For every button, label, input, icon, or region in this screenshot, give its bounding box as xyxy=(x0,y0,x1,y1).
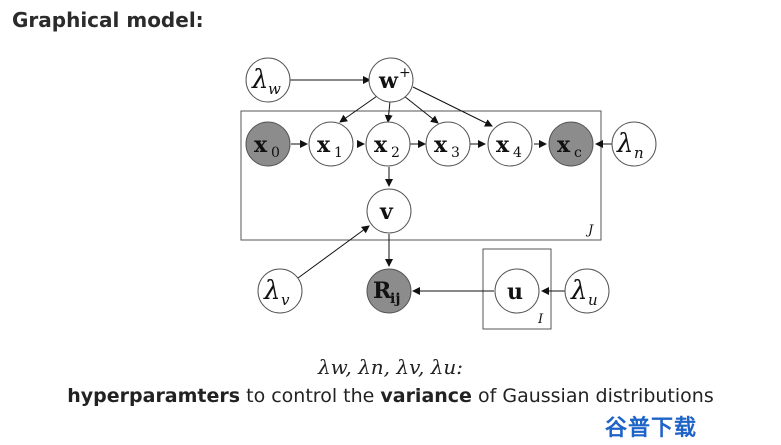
node-u: u xyxy=(494,268,540,314)
edge-w-x2 xyxy=(384,100,393,123)
edge-lv-v xyxy=(297,225,370,279)
edge-w-x4 xyxy=(412,86,493,127)
caption-bold-hyperparameters: hyperparamters xyxy=(67,385,241,407)
plate-i-label: I xyxy=(537,312,544,327)
svg-text:1: 1 xyxy=(334,145,343,161)
svg-text:3: 3 xyxy=(451,145,460,161)
node-x3: x 3 xyxy=(425,121,471,167)
caption-text-1: to control the xyxy=(240,385,381,407)
svg-text:λ: λ xyxy=(251,65,268,95)
svg-text:u: u xyxy=(507,279,523,305)
node-x4: x 4 xyxy=(487,121,533,167)
svg-text:w: w xyxy=(378,68,399,94)
hyper-node-lv: λ v xyxy=(257,268,303,314)
plate-j xyxy=(240,110,602,241)
hyper-node-ln: λ n xyxy=(611,121,657,167)
caption-bold-variance: variance xyxy=(380,385,472,407)
svg-text:u: u xyxy=(588,291,598,309)
watermark-logo: 谷普下载 xyxy=(605,416,698,441)
page-title: Graphical model: xyxy=(12,8,204,32)
svg-text:0: 0 xyxy=(271,145,280,161)
svg-text:x: x xyxy=(496,132,510,158)
svg-text:R: R xyxy=(373,278,392,304)
svg-text:λ: λ xyxy=(616,129,633,159)
svg-text:x: x xyxy=(317,132,331,158)
svg-text:v: v xyxy=(379,199,394,225)
hyper-node-lw: λ w xyxy=(245,57,291,103)
svg-text:x: x xyxy=(374,132,388,158)
svg-text:n: n xyxy=(634,144,644,162)
svg-text:+: + xyxy=(399,65,411,81)
plate-i xyxy=(482,248,552,330)
svg-text:λ: λ xyxy=(263,276,280,306)
svg-text:v: v xyxy=(281,291,290,309)
node-v: v xyxy=(366,188,412,234)
caption-symbols: λw, λn, λv, λu: xyxy=(317,355,464,379)
svg-text:x: x xyxy=(254,132,268,158)
caption-text-2: of Gaussian distributions xyxy=(471,385,714,407)
node-w-plus: w + xyxy=(368,57,414,103)
svg-text:x: x xyxy=(434,132,448,158)
node-xc: x c xyxy=(548,121,594,167)
edge-w-x1 xyxy=(339,93,381,123)
svg-text:ij: ij xyxy=(390,291,400,307)
svg-text:2: 2 xyxy=(391,145,400,161)
svg-text:c: c xyxy=(574,145,582,161)
caption-description: hyperparamters to control the variance o… xyxy=(0,385,781,407)
node-x2: x 2 xyxy=(365,121,411,167)
svg-text:4: 4 xyxy=(513,145,522,161)
node-x0: x 0 xyxy=(245,121,291,167)
node-x1: x 1 xyxy=(308,121,354,167)
svg-text:x: x xyxy=(557,132,571,158)
plate-j-label: J xyxy=(585,223,594,238)
edge-w-x3 xyxy=(403,95,439,124)
svg-text:λ: λ xyxy=(570,276,587,306)
svg-text:w: w xyxy=(268,80,281,98)
hyper-node-lu: λ u xyxy=(564,268,610,314)
node-rij: R ij xyxy=(366,268,412,314)
